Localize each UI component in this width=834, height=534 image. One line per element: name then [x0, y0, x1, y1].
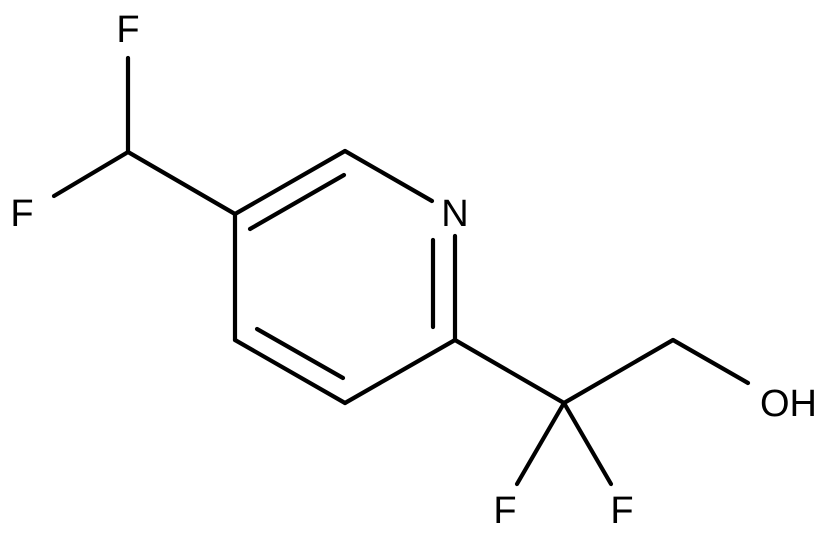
bond-c2-cf2	[452, 337, 567, 406]
atom-label-f-left: F	[10, 193, 33, 235]
bond-ring-c3-c4	[232, 337, 348, 406]
bond-ring-c5-c6	[232, 148, 348, 217]
bond-chf2-ring	[125, 149, 238, 217]
atom-label-f-top: F	[116, 9, 139, 51]
bond-chf2-f-left	[51, 149, 131, 199]
bond-ring-c6-n	[342, 148, 435, 204]
bond-ring-c2-c3	[342, 337, 458, 406]
atom-label-f-bottom-right: F	[610, 490, 633, 532]
atom-label-f-bottom-left: F	[493, 490, 516, 532]
bond-cf2-ch2	[561, 337, 676, 406]
bond-ch2-oh	[670, 337, 751, 386]
bond-cf2-f-left	[514, 400, 567, 487]
atom-label-oh: OH	[760, 383, 817, 425]
bond-cf2-f-right	[561, 400, 614, 487]
atom-label-n-ring: N	[441, 193, 468, 235]
bond-ring-c5-c6-inner	[247, 172, 347, 232]
bond-ring-c3-c4-inner	[254, 326, 346, 381]
